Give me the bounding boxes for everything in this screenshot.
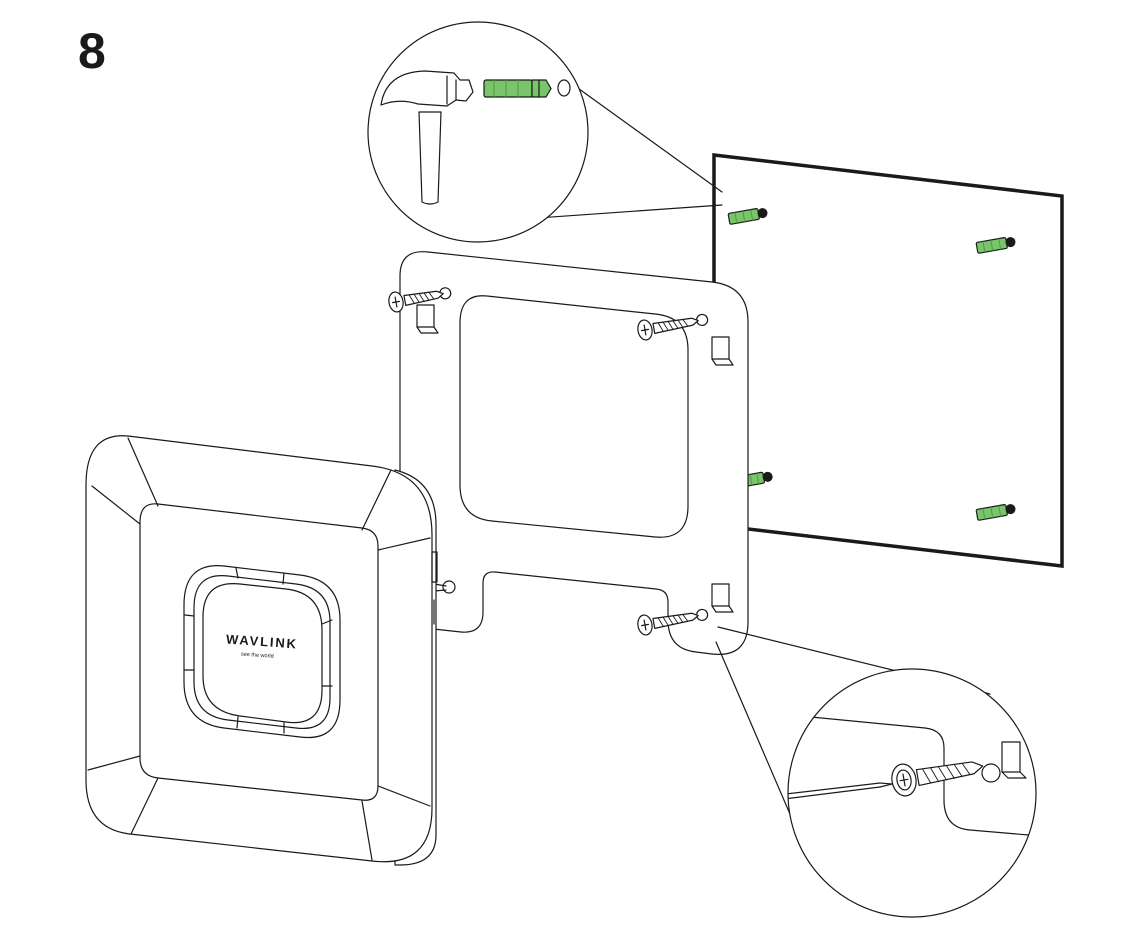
plate-cutout bbox=[459, 295, 689, 538]
brand-tagline: see the world bbox=[241, 652, 274, 660]
wall-anchor-icon bbox=[483, 79, 552, 98]
screw-icon bbox=[891, 761, 984, 797]
wall-anchor-icon bbox=[975, 237, 1016, 254]
step-number: 8 bbox=[78, 23, 106, 79]
wall-anchor-icon bbox=[727, 208, 768, 225]
screw-icon bbox=[388, 287, 452, 313]
plate-slot bbox=[416, 304, 439, 334]
screw-hole bbox=[442, 580, 456, 594]
plate-slot bbox=[711, 583, 734, 613]
screw-icon bbox=[637, 313, 709, 341]
hammer-icon bbox=[380, 70, 474, 205]
mounting-plate bbox=[399, 251, 749, 655]
wall-anchor-icon bbox=[975, 504, 1016, 521]
plate-slot bbox=[711, 336, 734, 366]
screw-icon bbox=[637, 608, 709, 636]
access-point: WAVLINK see the world bbox=[85, 435, 438, 866]
brand-logo: WAVLINK bbox=[226, 632, 297, 652]
screw-callout bbox=[715, 626, 1037, 918]
anchor-callout bbox=[367, 21, 723, 243]
